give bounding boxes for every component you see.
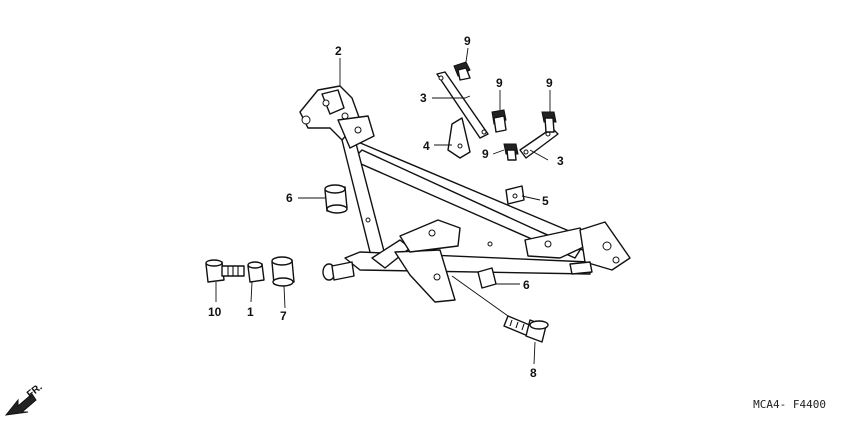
bolt-9d [503, 143, 519, 161]
upper-bracket [299, 85, 375, 149]
part-labels: 2 9 9 9 9 3 3 4 5 6 6 10 1 7 8 [208, 34, 564, 380]
clip-5 [505, 185, 525, 205]
front-direction-marker: FR. [4, 382, 45, 416]
small-bracket-4 [447, 117, 471, 159]
label-part-9c: 9 [546, 76, 553, 90]
stay-lower [519, 127, 559, 159]
label-part-6a: 6 [286, 191, 293, 205]
label-part-9d: 9 [482, 147, 489, 161]
label-part-5: 5 [542, 194, 549, 208]
leader-lines [215, 47, 551, 365]
label-part-2: 2 [335, 44, 342, 58]
front-arrow-icon [4, 393, 37, 416]
label-part-8: 8 [530, 366, 537, 380]
stay-upper [436, 71, 489, 139]
label-part-6b: 6 [523, 278, 530, 292]
label-part-7: 7 [280, 309, 287, 323]
label-part-3b: 3 [557, 154, 564, 168]
bolt-9b [491, 109, 507, 133]
label-part-9b: 9 [496, 76, 503, 90]
bolt-8 [503, 315, 549, 343]
drawing-code: MCA4- F4400 [753, 398, 826, 411]
frame-assembly [322, 127, 631, 303]
label-part-1: 1 [247, 305, 254, 319]
collar-1 [247, 261, 265, 283]
label-part-9a: 9 [464, 34, 471, 48]
bolt-9c [541, 111, 557, 133]
label-part-10: 10 [208, 305, 222, 319]
bolt-9a [453, 61, 471, 81]
label-part-3a: 3 [420, 91, 427, 105]
bolt-10 [205, 259, 245, 283]
rubber-mount-left [324, 184, 348, 214]
rubber-7 [271, 256, 295, 287]
label-part-4: 4 [423, 139, 430, 153]
